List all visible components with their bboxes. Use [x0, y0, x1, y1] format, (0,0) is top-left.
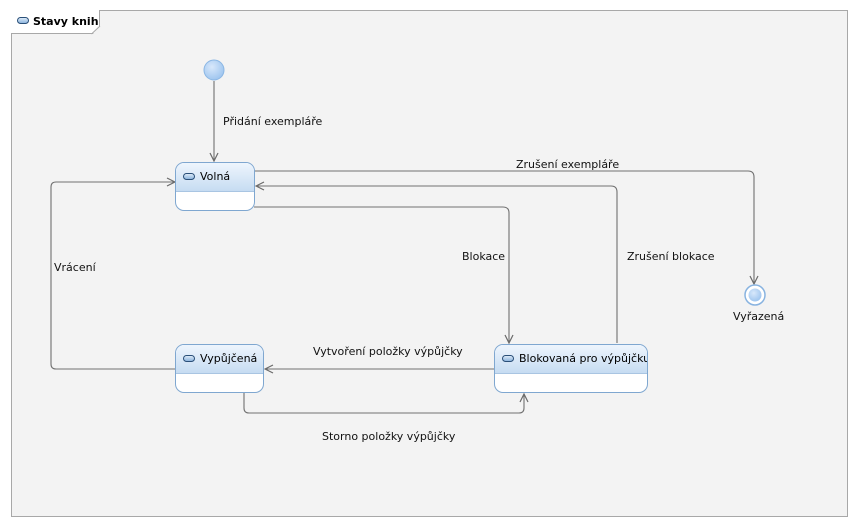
- state-vypujcena[interactable]: Vypůjčená: [175, 344, 264, 393]
- state-icon: [183, 355, 195, 362]
- transition-label-zruseni-exemplare: Zrušení exempláře: [516, 158, 620, 171]
- state-blokovana-header: Blokovaná pro výpůjčku: [495, 345, 647, 374]
- transition-label-zruseni-blokace: Zrušení blokace: [627, 250, 715, 263]
- transition-zruseni-blokace[interactable]: [256, 186, 618, 343]
- transition-label-vraceni: Vrácení: [54, 261, 96, 274]
- state-icon: [502, 355, 514, 362]
- transition-storno[interactable]: [243, 393, 524, 414]
- state-vypujcena-name: Vypůjčená: [200, 352, 258, 365]
- state-machine-icon: [17, 17, 29, 24]
- state-volna-header: Volná: [176, 163, 254, 192]
- initial-state[interactable]: [203, 59, 225, 81]
- transition-zruseni-exemplare[interactable]: [254, 170, 754, 284]
- diagram-frame: [11, 10, 848, 517]
- transition-label-vytvoreni: Vytvoření položky výpůjčky: [313, 345, 463, 358]
- state-blokovana[interactable]: Blokovaná pro výpůjčku: [494, 344, 648, 393]
- final-state-marker[interactable]: [744, 284, 766, 306]
- transition-blokace[interactable]: [254, 206, 509, 343]
- state-volna-name: Volná: [200, 170, 231, 183]
- diagram-title: Stavy knih: [33, 15, 99, 28]
- final-state-label: Vyřazená: [733, 310, 785, 323]
- transition-label-pridani: Přidání exempláře: [223, 115, 323, 128]
- transition-vraceni[interactable]: [50, 182, 175, 370]
- state-icon: [183, 173, 195, 180]
- state-blokovana-name: Blokovaná pro výpůjčku: [519, 352, 648, 365]
- state-volna[interactable]: Volná: [175, 162, 255, 211]
- transition-label-blokace: Blokace: [462, 250, 506, 263]
- transition-label-storno: Storno položky výpůjčky: [322, 430, 456, 443]
- state-vypujcena-header: Vypůjčená: [176, 345, 263, 374]
